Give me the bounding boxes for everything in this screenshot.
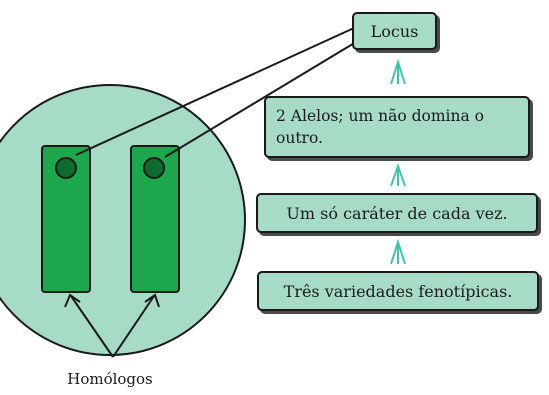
homologos-arrowhead-left: [64, 293, 81, 308]
locus-dot-right: [143, 157, 165, 179]
up-arrow-icon: [390, 58, 406, 85]
up-arrow-icon: [390, 162, 406, 187]
homologos-label: Homólogos: [67, 370, 153, 388]
locus-dot-left: [55, 157, 77, 179]
homologos-arrowhead-right: [144, 293, 160, 308]
chromosome-left: [41, 145, 91, 293]
carater-box: Um só caráter de cada vez.: [256, 193, 538, 233]
variedades-box: Três variedades fenotípicas.: [257, 271, 539, 311]
homologos-arrow-right: [112, 295, 155, 358]
locus-connector-left: [75, 27, 355, 156]
up-arrow-icon: [390, 238, 406, 265]
variedades-label: Três variedades fenotípicas.: [283, 281, 513, 301]
carater-label: Um só caráter de cada vez.: [286, 203, 508, 223]
homologos-arrow-left: [70, 295, 114, 358]
locus-connector-right: [164, 41, 357, 158]
locus-label: Locus: [370, 21, 419, 41]
alelos-box: 2 Alelos; um não domina o outro.: [264, 96, 530, 158]
cell-circle: [0, 84, 246, 356]
chromosome-right: [130, 145, 180, 293]
locus-box: Locus: [352, 12, 437, 50]
alelos-label: 2 Alelos; um não domina o outro.: [276, 107, 484, 147]
